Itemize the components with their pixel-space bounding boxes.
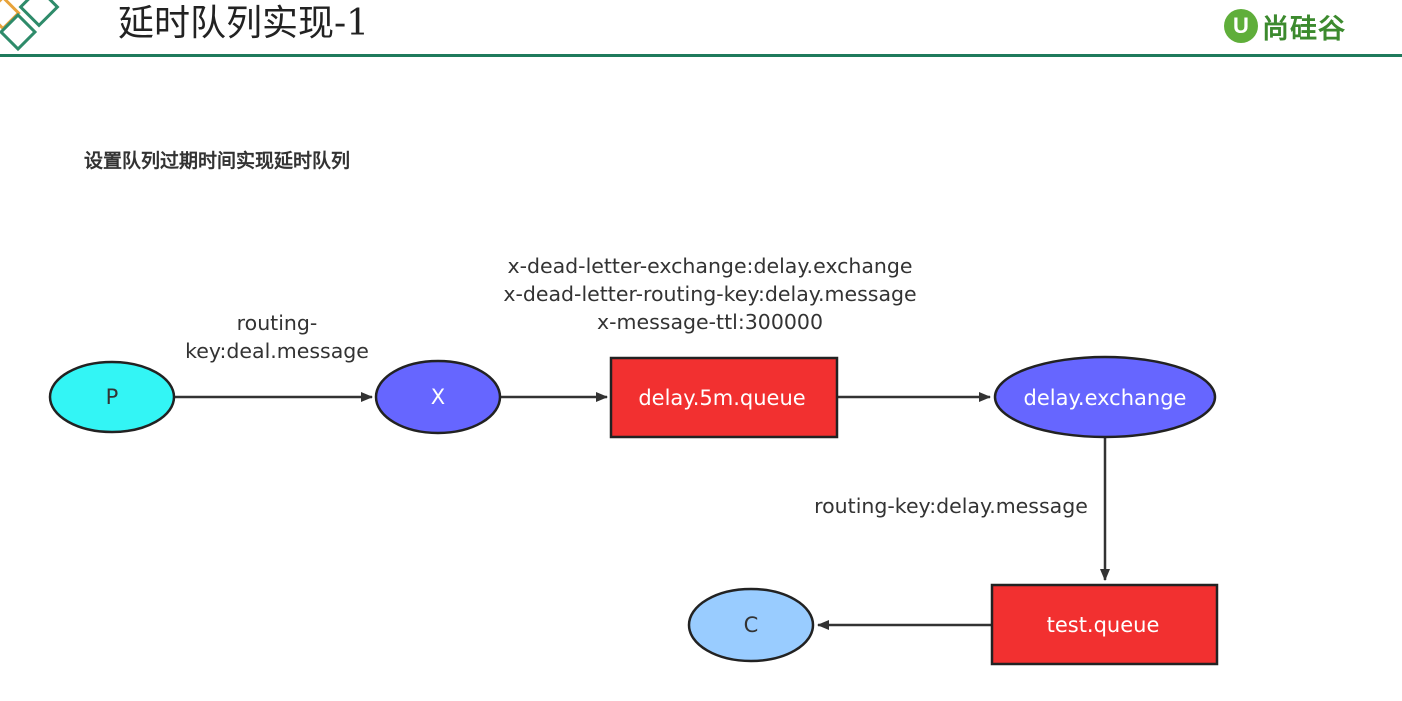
queue-arg-dead-letter-routing-key: x-dead-letter-routing-key:delay.message (503, 282, 916, 306)
queue-arg-dead-letter-exchange: x-dead-letter-exchange:delay.exchange (507, 254, 912, 278)
slide-header: 延时队列实现-1 U 尚硅谷 (0, 0, 1402, 57)
edge-label-exchange-to-test: routing-key:delay.message (814, 494, 1088, 518)
node-exchange-x-label: X (431, 385, 445, 409)
brand-logo-icon: U (1224, 9, 1258, 43)
header-divider (0, 54, 1402, 57)
node-test-queue-label: test.queue (1047, 613, 1160, 637)
edge-label-p-to-x-line2: key:deal.message (185, 339, 369, 363)
brand-logo-text: 尚硅谷 (1262, 13, 1346, 45)
diamond-logo-icon (0, 0, 60, 52)
node-delay-queue: delay.5m.queue (609, 356, 839, 439)
node-consumer: C (687, 587, 815, 663)
queue-arg-message-ttl: x-message-ttl:300000 (597, 310, 823, 334)
edge-label-p-to-x-line1: routing- (237, 311, 318, 335)
node-consumer-label: C (744, 613, 759, 637)
node-delay-exchange-label: delay.exchange (1024, 386, 1187, 410)
diagram-subtitle: 设置队列过期时间实现延时队列 (84, 150, 351, 172)
node-producer-label: P (106, 385, 119, 409)
node-delay-queue-label: delay.5m.queue (638, 386, 805, 410)
node-delay-exchange: delay.exchange (993, 355, 1217, 439)
node-exchange-x: X (374, 359, 502, 435)
page-title: 延时队列实现-1 (118, 3, 370, 44)
node-producer: P (48, 360, 176, 434)
node-test-queue: test.queue (990, 583, 1219, 666)
brand-logo: U 尚硅谷 (1224, 6, 1346, 46)
